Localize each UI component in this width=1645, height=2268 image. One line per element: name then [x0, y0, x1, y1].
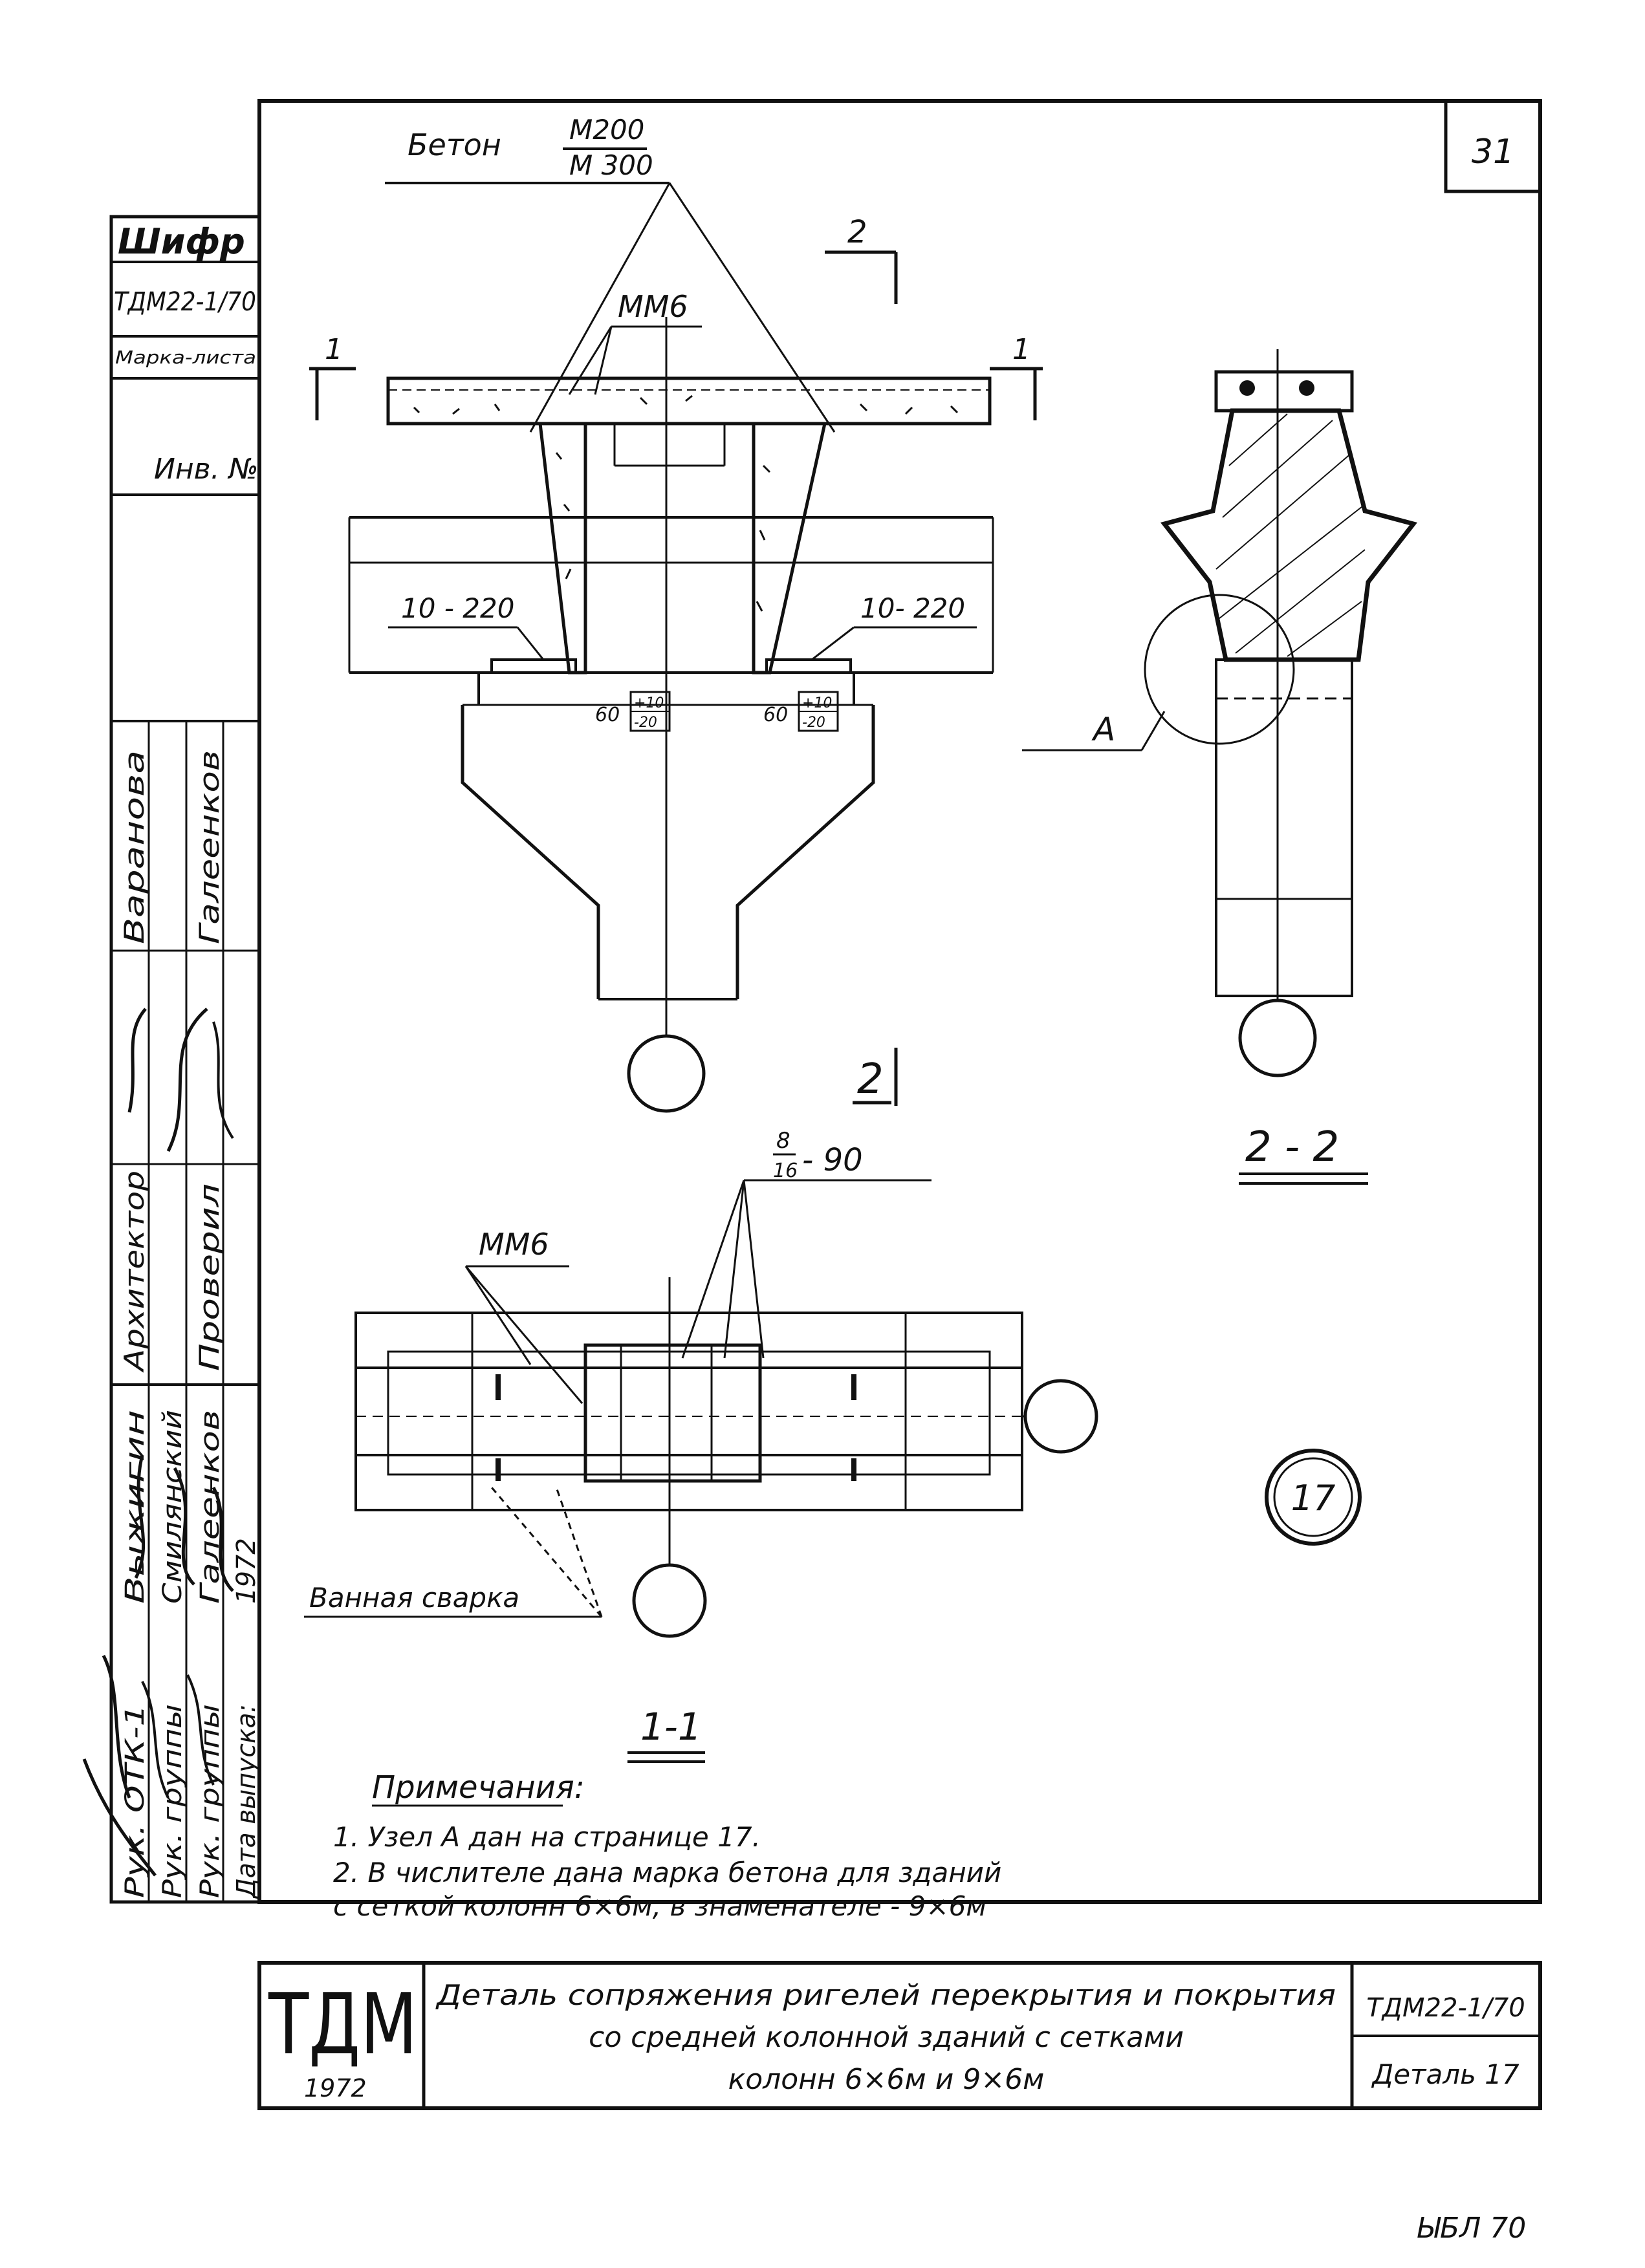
title-line-3: колонн 6×6м и 9×6м: [728, 2063, 1045, 2096]
side-stamp: Рук. ОТК-1 Рук. группы Рук. группы Дата …: [82, 721, 261, 1902]
mesh-label-main: ММ6: [618, 289, 688, 324]
node-a-circle: [1144, 594, 1295, 745]
title-code: ТДМ22-1/70: [1366, 1993, 1525, 2023]
mesh-label-plan: ММ6: [479, 1227, 549, 1262]
section-2-2-caption: 2 - 2: [1245, 1123, 1339, 1171]
dim-left-tol-bottom: -20: [634, 715, 657, 731]
title-year: 1972: [304, 2074, 367, 2102]
concrete-callout: Бетон M200 M 300: [385, 114, 836, 433]
dim-right-tol-top: +10: [802, 695, 832, 711]
bar-label-right: 10- 220: [860, 592, 965, 624]
footer-code: ЫБЛ 70: [1417, 2212, 1526, 2245]
section-1-1-caption: 1-1: [640, 1705, 702, 1749]
cut-2-bottom: 2: [857, 1055, 884, 1103]
cut-1-right: 1: [1012, 333, 1030, 366]
axis-bubble-plan-bottom: [632, 1563, 707, 1638]
cipher-block: Шифр ТДМ22-1/70 Марка-листа Инв. №: [109, 215, 261, 1904]
bar-spec-num: 8: [776, 1128, 790, 1154]
dim-right: 60: [763, 704, 788, 726]
notes: Примечания: 1. Узел А дан на странице 17…: [333, 1769, 1001, 1922]
stamp-architect-label: Архитектор: [118, 1171, 150, 1374]
cut-2-top: 2: [847, 214, 867, 250]
stamp-release-date-label: Дата выпуска:: [232, 1704, 261, 1899]
title-line-1: Деталь сопряжения ригелей перекрытия и п…: [435, 1979, 1336, 2012]
stamp-checked-label: Проверил: [193, 1183, 225, 1371]
cut-1-left: 1: [325, 333, 343, 366]
detail-number-circle: [1265, 1449, 1362, 1546]
signature-scribble: [82, 1008, 234, 1877]
weld-label: Ванная сварка: [309, 1582, 519, 1614]
cipher-value: ТДМ22-1/70: [114, 287, 256, 317]
axis-bubble-section: [1238, 999, 1317, 1077]
signature-scribble-2: [141, 1021, 234, 1798]
bar-spec-tail: - 90: [802, 1142, 863, 1178]
dim-left-tol-top: +10: [634, 695, 664, 711]
note-2: 2. В числителе дана марка бетона для зда…: [333, 1857, 1001, 1888]
cipher-label: Шифр: [118, 221, 245, 262]
note-1: 1. Узел А дан на странице 17.: [333, 1821, 761, 1853]
stamp-name-1: Выжигин: [120, 1410, 150, 1604]
axis-bubble-main: [627, 1034, 706, 1113]
stamp-release-year: 1972: [232, 1538, 261, 1604]
section-2-2: А 2 - 2: [1022, 349, 1418, 1185]
dim-left: 60: [595, 704, 620, 726]
title-sheet: Деталь 17: [1371, 2058, 1520, 2090]
node-a-label: А: [1091, 711, 1115, 748]
notes-title: Примечания:: [372, 1769, 585, 1806]
detail-number: 17: [1291, 1478, 1336, 1518]
concrete-grade-numerator: M200: [569, 114, 644, 146]
main-elevation: 1 1 2: [309, 214, 1043, 1113]
concrete-label: Бетон: [408, 127, 501, 162]
stamp-name-2: Смилянский: [158, 1410, 188, 1604]
inv-number-label: Инв. №: [154, 453, 258, 486]
title-line-2: со средней колонной зданий с сетками: [589, 2021, 1184, 2054]
stamp-name-architect: Варанова: [118, 750, 150, 944]
page-number: 31: [1472, 133, 1514, 171]
concrete-grade-denominator: M 300: [569, 149, 653, 181]
tdm-logo: ТДМ: [268, 1975, 417, 2073]
stamp-name-checker: Галеенков: [193, 750, 225, 944]
dim-right-tol-bottom: -20: [802, 715, 825, 731]
stamp-role-1: Рук. ОТК-1: [120, 1704, 150, 1898]
axis-bubble-plan-right: [1023, 1379, 1098, 1454]
sheet-mark-label: Марка-листа: [115, 347, 256, 368]
title-block: ТДМ 1972 Деталь сопряжения ригелей перек…: [257, 1961, 1542, 2110]
stamp-role-2: Рук. группы: [158, 1704, 188, 1898]
plan-1-1: 8 16 - 90 ММ6 Ванная сварка: [304, 1128, 1362, 1763]
note-3: с сеткой колонн 6×6м, в знаменателе - 9×…: [333, 1890, 986, 1922]
bar-spec-den: 16: [773, 1160, 798, 1182]
bar-label-left: 10 - 220: [401, 592, 514, 624]
